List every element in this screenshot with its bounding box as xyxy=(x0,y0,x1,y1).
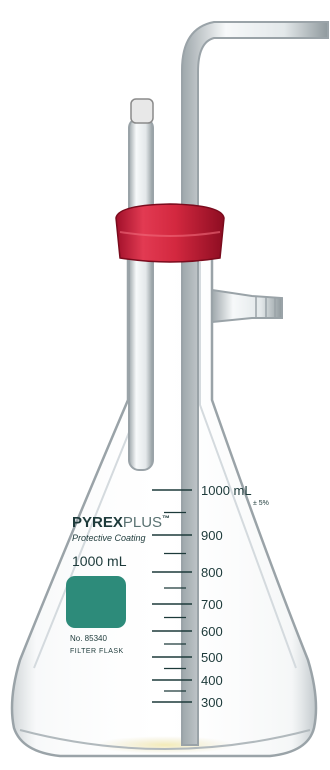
bent-glass-tube xyxy=(181,21,329,746)
svg-text:PYREXPLUS™: PYREXPLUS™ xyxy=(72,514,170,531)
rubber-stopper xyxy=(115,203,225,263)
graduation-label: 800 xyxy=(201,565,223,580)
brand-block: PYREXPLUS™ Protective Coating 1000 mL No… xyxy=(66,514,170,655)
tube-cap xyxy=(130,98,154,124)
base-reflection xyxy=(95,736,235,754)
brand-name-bold: PYREX xyxy=(72,514,123,531)
graduation-label: 600 xyxy=(201,624,223,639)
graduation-label: 1000 mL xyxy=(201,483,252,498)
graduation-label: 300 xyxy=(201,695,223,710)
catalog-number: No. 85340 xyxy=(70,634,107,643)
capacity-label: 1000 mL xyxy=(72,553,127,569)
short-glass-tube xyxy=(128,98,154,471)
graduation-tolerance: ± 5% xyxy=(253,500,269,507)
graduation-label: 400 xyxy=(201,673,223,688)
brand-name-light: PLUS xyxy=(123,514,162,531)
brand-tm: ™ xyxy=(162,514,170,523)
label-patch xyxy=(66,576,126,628)
graduation-label: 500 xyxy=(201,650,223,665)
graduation-label: 700 xyxy=(201,597,223,612)
sidearm xyxy=(211,288,283,324)
brand-subtitle: Protective Coating xyxy=(72,533,146,543)
graduation-scale: 1000 mL± 5% 900 800 700 600 500 400 300 xyxy=(152,483,269,710)
flask-body xyxy=(10,256,318,758)
product-type: FILTER FLASK xyxy=(70,648,124,655)
graduation-label: 900 xyxy=(201,528,223,543)
